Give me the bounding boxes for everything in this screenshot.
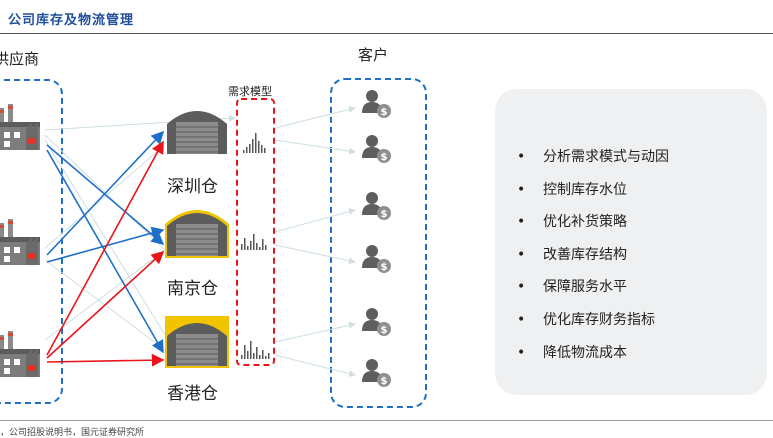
goals-list: • 分析需求模式与动因 • 控制库存水位 • 优化补货策略 • 改善库存结构 • 保障服务… — [517, 146, 669, 374]
list-item: • 优化库存财务指标 — [517, 309, 669, 342]
warehouse-icon-shenzhen — [166, 110, 228, 155]
list-item: • 分析需求模式与动因 — [517, 146, 669, 179]
customer-icon — [362, 90, 391, 118]
customer-group-border — [330, 78, 427, 408]
bullet-icon: • — [517, 279, 526, 296]
customer-label: 客户 — [358, 46, 389, 64]
blue-flow-arrows — [46, 130, 165, 354]
demand-model-label: 需求模型 — [228, 85, 272, 98]
bullet-icon: • — [517, 181, 526, 198]
goal-text: 降低物流成本 — [543, 344, 627, 361]
bullet-icon: • — [517, 246, 526, 263]
factory-icon — [0, 104, 40, 150]
customer-icon — [362, 308, 391, 336]
customer-icon — [362, 135, 391, 163]
bullet-icon: • — [517, 344, 526, 361]
red-flow-arrows — [46, 140, 165, 367]
demand-chart-icon — [241, 234, 267, 250]
list-item: • 优化补货策略 — [517, 211, 669, 244]
list-item: • 降低物流成本 — [517, 342, 669, 375]
goal-text: 分析需求模式与动因 — [543, 149, 669, 165]
header-divider — [0, 33, 773, 34]
factory-icon — [0, 219, 40, 265]
supplier-group-border — [0, 79, 63, 404]
warehouse-label-shenzhen: 深圳仓 — [167, 177, 218, 197]
goal-text: 改善库存结构 — [543, 246, 627, 263]
customer-icon — [362, 192, 391, 220]
list-item: • 改善库存结构 — [517, 244, 669, 277]
demand-chart-icon — [243, 133, 266, 153]
demand-model-border — [236, 98, 275, 366]
warehouse-label-hongkong: 香港仓 — [167, 384, 218, 404]
factory-icon — [0, 331, 40, 377]
goal-text: 保障服务水平 — [543, 279, 627, 296]
goals-panel: • 分析需求模式与动因 • 控制库存水位 • 优化补货策略 • 改善库存结构 • 保障服务… — [495, 89, 767, 395]
demand-chart-icon — [241, 341, 270, 359]
goal-text: 优化库存财务指标 — [543, 311, 655, 328]
list-item: • 保障服务水平 — [517, 276, 669, 309]
customer-icon — [362, 245, 391, 273]
bullet-icon: • — [517, 149, 526, 165]
page-title: 公司库存及物流管理 — [8, 13, 135, 28]
supplier-label: 供应商 — [0, 50, 40, 68]
bullet-icon: • — [517, 311, 526, 328]
goal-text: 控制库存水位 — [543, 181, 627, 198]
goal-text: 优化补货策略 — [543, 214, 627, 231]
warehouse-icon-hongkong — [165, 316, 229, 368]
warehouse-label-nanjing: 南京仓 — [167, 279, 218, 299]
warehouse-icon-nanjing — [165, 210, 229, 258]
footer-divider — [0, 420, 773, 421]
source-note: ，公司招股说明书，国元证券研究所 — [0, 428, 145, 438]
bullet-icon: • — [517, 214, 526, 231]
header: 公司库存及物流管理 — [0, 0, 773, 34]
customer-icon — [362, 359, 391, 387]
list-item: • 控制库存水位 — [517, 179, 669, 212]
